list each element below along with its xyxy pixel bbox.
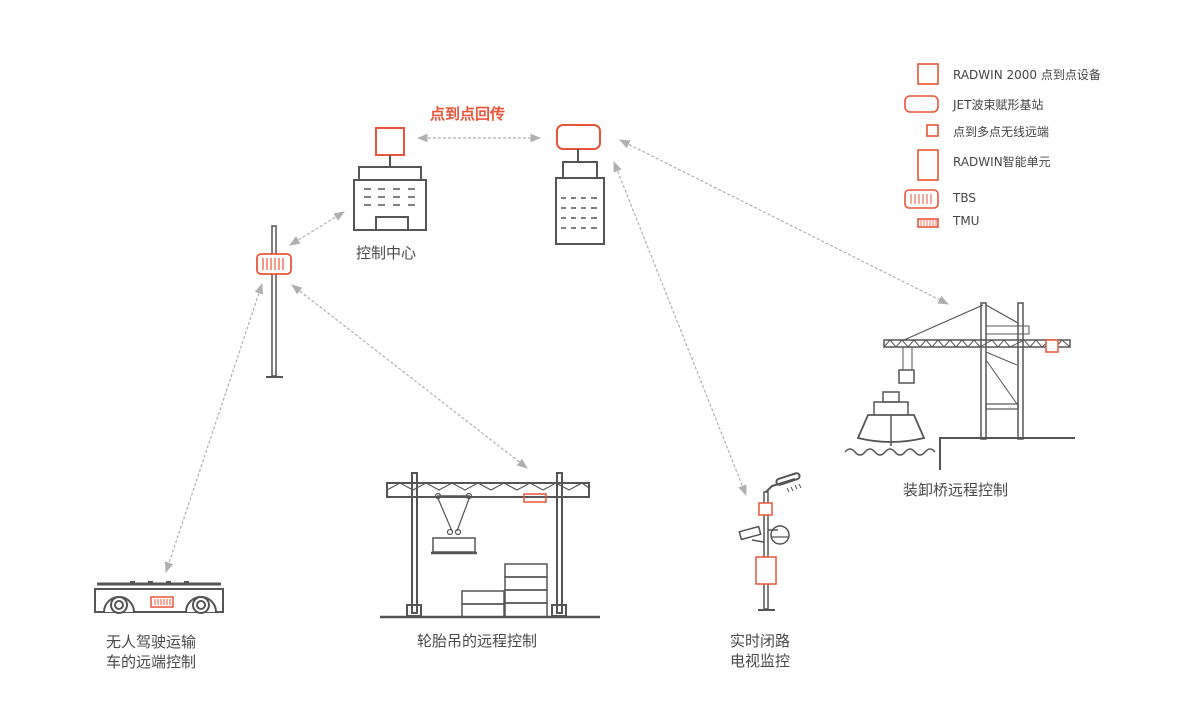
arrow-tbs-control [289, 211, 345, 246]
legend-label-tbs: TBS [953, 191, 976, 205]
control-center-building-icon [353, 127, 427, 231]
tbs-icon [904, 189, 939, 209]
sts-label: 装卸桥远程控制 [903, 481, 1009, 499]
tmu-icon [917, 218, 939, 228]
arrow-tbs-rtg [291, 284, 528, 469]
cctv-pole-icon [738, 472, 802, 611]
legend-label-jet: JET波束赋形基站 [953, 98, 1044, 112]
backhaul-label: 点到点回传 [430, 105, 506, 123]
legend-label-radwin-p2p: RADWIN 2000 点到点设备 [953, 68, 1101, 82]
arrow-tbs-agv [164, 282, 264, 574]
rtg-label: 轮胎吊的远程控制 [417, 632, 538, 650]
legend-label-p2mp: 点到多点无线远端 [953, 125, 1050, 139]
small-square-terminal-icon [926, 124, 939, 137]
cctv-label: 实时闭路 电视监控 [730, 632, 791, 670]
legend-label-smart-unit: RADWIN智能单元 [953, 155, 1051, 169]
agv-label: 无人驾驶运输 车的远端控制 [106, 633, 197, 671]
agv-vehicle-icon [94, 581, 224, 614]
arrow-jet-sts [619, 139, 949, 305]
tall-rect-unit-icon [917, 149, 939, 181]
arrow-jet-cctv [613, 160, 747, 497]
square-device-icon [917, 63, 939, 85]
legend-icons [904, 63, 939, 228]
tbs-pole-icon [256, 225, 292, 378]
legend-label-tmu: TMU [953, 214, 980, 228]
rounded-base-station-icon [904, 95, 939, 113]
sts-crane-icon [844, 302, 1075, 470]
control-center-label: 控制中心 [356, 244, 417, 262]
jet-base-station-building-icon [555, 124, 605, 245]
rtg-crane-icon [380, 472, 600, 619]
